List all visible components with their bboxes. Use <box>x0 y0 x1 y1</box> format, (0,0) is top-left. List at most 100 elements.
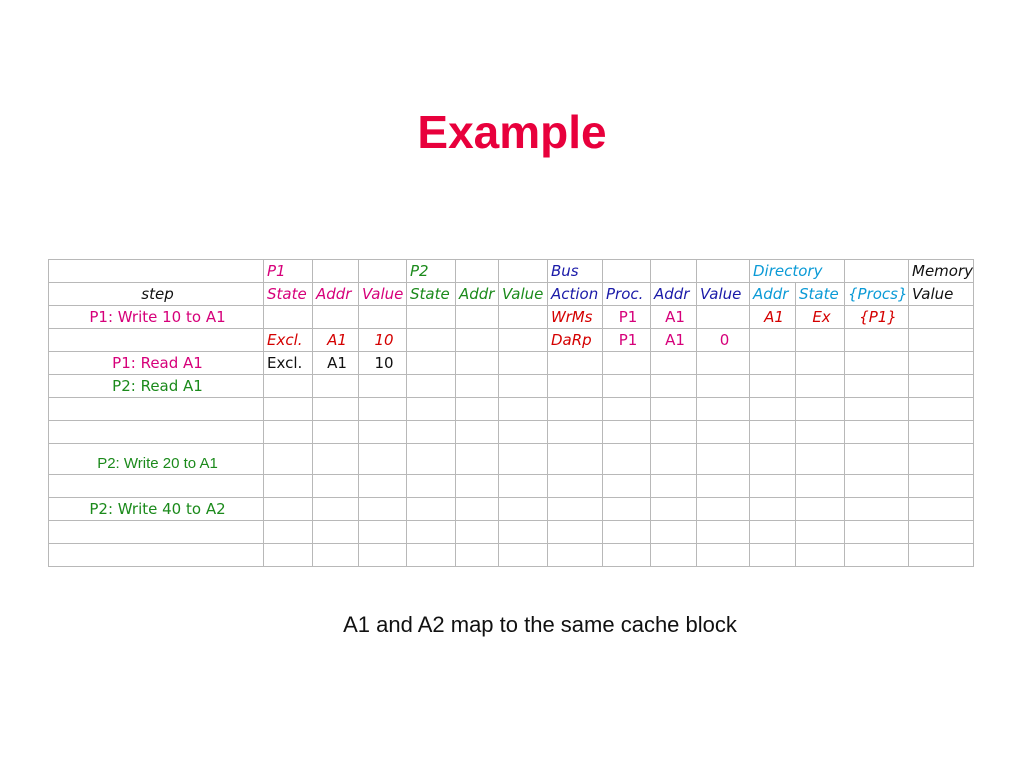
empty-cell <box>263 543 313 567</box>
empty-cell <box>844 397 909 421</box>
dir-procs-cell: {P1} <box>844 305 909 329</box>
empty-cell <box>358 397 407 421</box>
empty-cell <box>48 420 264 444</box>
empty-cell <box>406 443 456 475</box>
empty-cell <box>406 474 456 498</box>
empty-cell <box>358 443 407 475</box>
column-header-row: step State Addr Value State Addr Value A… <box>48 282 975 306</box>
bus-value-cell: 0 <box>696 328 750 352</box>
empty-cell <box>749 328 796 352</box>
mem-value-header: Value <box>907 282 975 306</box>
p2-value-header: Value <box>498 282 548 306</box>
empty-cell <box>312 474 359 498</box>
empty-cell <box>844 420 909 444</box>
empty-cell <box>312 374 359 398</box>
table-row <box>48 474 975 498</box>
step-cell: P1: Read A1 <box>48 351 264 375</box>
empty-cell <box>547 420 603 444</box>
p1-addr-cell: A1 <box>312 351 359 375</box>
empty-cell <box>498 374 548 398</box>
empty-cell <box>498 397 548 421</box>
empty-cell <box>795 474 845 498</box>
bus-proc-header: Proc. <box>602 282 651 306</box>
empty-cell <box>48 328 264 352</box>
empty-cell <box>455 520 499 544</box>
empty-cell <box>650 497 697 521</box>
empty-cell <box>795 520 845 544</box>
dir-state-cell: Ex <box>795 305 845 329</box>
empty-cell <box>406 397 456 421</box>
empty-cell <box>696 543 750 567</box>
bus-addr-cell: A1 <box>650 328 697 352</box>
bus-action-cell: DaRp <box>547 328 603 352</box>
empty-cell <box>602 397 651 421</box>
empty-cell <box>358 420 407 444</box>
empty-cell <box>498 543 548 567</box>
empty-cell <box>455 497 499 521</box>
empty-cell <box>907 328 975 352</box>
empty-cell <box>406 305 456 329</box>
empty-cell <box>650 420 697 444</box>
table-row: P1: Write 10 to A1 WrMs P1 A1 A1 Ex {P1} <box>48 305 975 329</box>
memory-group-header: Memory <box>907 259 975 283</box>
empty-cell <box>650 543 697 567</box>
bus-addr-header: Addr <box>650 282 697 306</box>
empty-cell <box>907 543 975 567</box>
empty-cell <box>844 328 909 352</box>
empty-cell <box>498 328 548 352</box>
empty-cell <box>602 520 651 544</box>
empty-cell <box>907 520 975 544</box>
empty-cell <box>263 520 313 544</box>
empty-cell <box>795 328 845 352</box>
empty-cell <box>263 474 313 498</box>
p1-state-header: State <box>263 282 313 306</box>
group-header-row: P1 P2 Bus Directory Memory <box>48 259 975 283</box>
empty-cell <box>263 305 313 329</box>
empty-cell <box>406 328 456 352</box>
coherence-table: P1 P2 Bus Directory Memory step State Ad… <box>48 259 975 567</box>
empty-cell <box>749 351 796 375</box>
empty-cell <box>263 397 313 421</box>
empty-cell <box>907 351 975 375</box>
empty-cell <box>696 443 750 475</box>
empty-cell <box>749 474 796 498</box>
empty-cell <box>263 420 313 444</box>
empty-cell <box>602 351 651 375</box>
table-row: P2: Read A1 <box>48 374 975 398</box>
step-cell: P2: Write 40 to A2 <box>48 497 264 521</box>
empty-cell <box>696 497 750 521</box>
empty-cell <box>48 397 264 421</box>
empty-cell <box>907 443 975 475</box>
empty-cell <box>48 543 264 567</box>
empty-cell <box>844 520 909 544</box>
empty-cell <box>48 474 264 498</box>
p1-group-header: P1 <box>263 259 313 283</box>
empty-cell <box>602 543 651 567</box>
empty-cell <box>907 497 975 521</box>
table-row <box>48 420 975 444</box>
empty-cell <box>312 497 359 521</box>
empty-cell <box>795 497 845 521</box>
empty-cell <box>547 374 603 398</box>
empty-cell <box>602 474 651 498</box>
table-row: P1: Read A1 Excl. A1 10 <box>48 351 975 375</box>
dir-procs-header: {Procs} <box>844 282 909 306</box>
step-cell: P2: Write 20 to A1 <box>48 443 264 475</box>
empty-cell <box>650 351 697 375</box>
table-row: P2: Write 20 to A1 <box>48 443 975 475</box>
empty-cell <box>547 397 603 421</box>
empty-cell <box>795 543 845 567</box>
dir-addr-cell: A1 <box>749 305 796 329</box>
empty-cell <box>650 474 697 498</box>
empty-cell <box>844 351 909 375</box>
table-row <box>48 543 975 567</box>
empty-cell <box>498 351 548 375</box>
empty-cell <box>547 543 603 567</box>
empty-cell <box>696 259 750 283</box>
table-row: Excl. A1 10 DaRp P1 A1 0 <box>48 328 975 352</box>
empty-cell <box>696 420 750 444</box>
p1-state-cell: Excl. <box>263 328 313 352</box>
directory-group-header: Directory <box>749 259 845 283</box>
empty-cell <box>844 443 909 475</box>
bus-addr-cell: A1 <box>650 305 697 329</box>
